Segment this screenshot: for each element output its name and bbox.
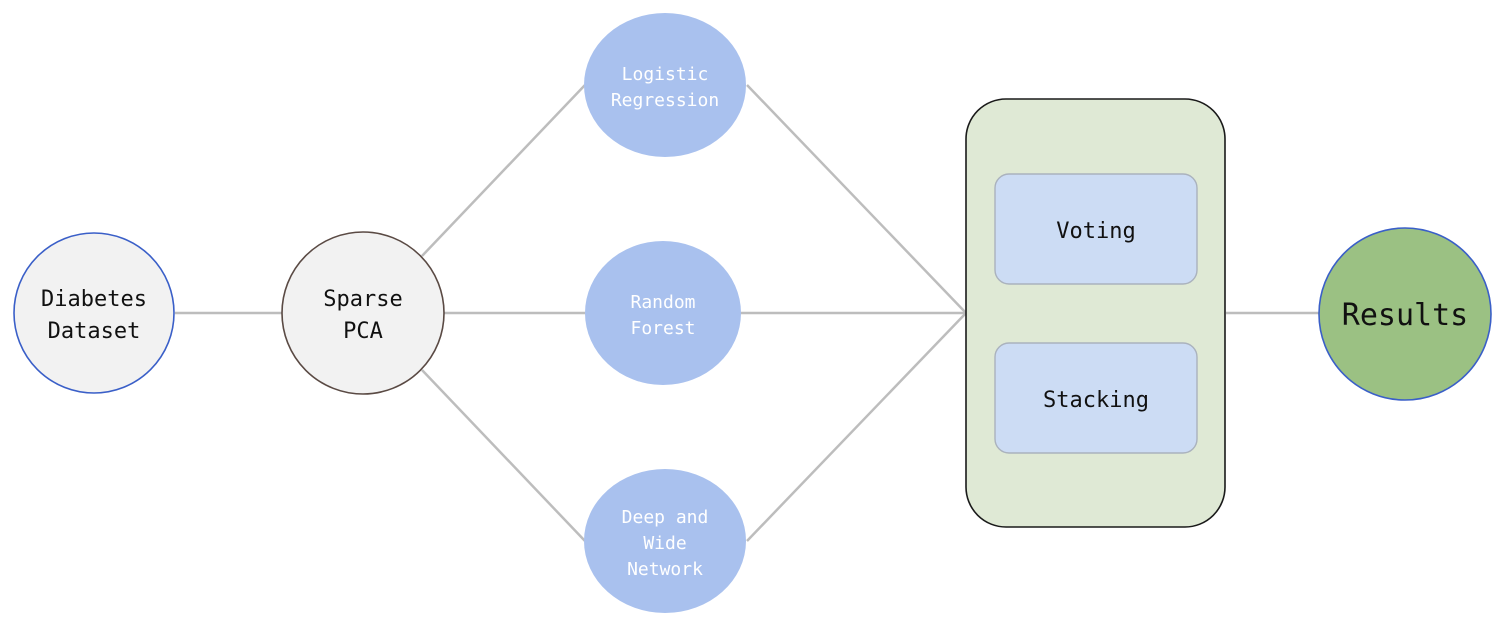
voting-label: Voting	[1056, 219, 1135, 244]
logistic-regression-node: Logistic Regression	[584, 13, 746, 157]
edge-logreg-ensemble	[746, 84, 967, 314]
edges	[175, 84, 1319, 542]
rf-label-line2: Forest	[630, 318, 695, 339]
spca-label-line1: Sparse	[323, 287, 402, 312]
voting-box: Voting	[994, 173, 1198, 285]
edge-spca-logreg	[421, 84, 586, 257]
stacking-box: Stacking	[994, 342, 1198, 454]
dwn-label-line2: Wide	[643, 533, 686, 554]
results-label: Results	[1342, 298, 1468, 333]
dwn-label-line1: Deep and	[622, 507, 709, 528]
dataset-node: Diabetes Dataset	[13, 232, 175, 394]
random-forest-node: Random Forest	[585, 241, 741, 385]
sparse-pca-node: Sparse PCA	[281, 231, 445, 395]
rf-label-line1: Random	[630, 292, 695, 313]
ensemble-container	[965, 98, 1226, 528]
dwn-label-line3: Network	[627, 559, 703, 580]
dataset-label-line2: Dataset	[48, 319, 141, 344]
logreg-label-line1: Logistic	[622, 64, 709, 85]
stacking-label: Stacking	[1043, 388, 1149, 413]
spca-label-line2: PCA	[343, 319, 383, 344]
results-node: Results	[1318, 227, 1492, 401]
logreg-label-line2: Regression	[611, 90, 719, 111]
deep-wide-network-node: Deep and Wide Network	[584, 469, 746, 613]
edge-spca-dwn	[421, 369, 586, 542]
dataset-label-line1: Diabetes	[41, 287, 147, 312]
edge-dwn-ensemble	[746, 312, 967, 542]
